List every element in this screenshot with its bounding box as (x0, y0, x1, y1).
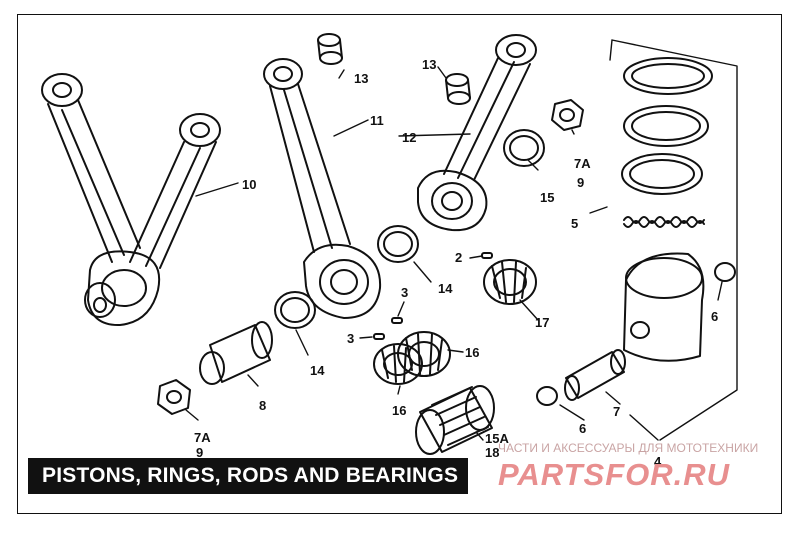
callout-18: 18 (485, 445, 500, 460)
callout-13-left: 13 (354, 71, 369, 86)
callout-3-top: 3 (401, 285, 409, 300)
watermark-tagline: ЧАСТИ И АКСЕССУАРЫ ДЛЯ МОТОТЕХНИКИ (498, 441, 759, 455)
connecting-rod-12 (417, 34, 537, 232)
bearing-ring-15 (503, 129, 545, 167)
diagram-frame (17, 14, 782, 514)
bearing-ring-14-lower (274, 291, 316, 329)
bearing-ring-14-upper (377, 225, 419, 263)
connecting-rod-11 (263, 58, 382, 319)
roller-cage-17 (483, 259, 537, 305)
callout-14-lower: 14 (310, 363, 325, 378)
diagram-title: PISTONS, RINGS, RODS AND BEARINGS (28, 458, 468, 494)
callout-15a: 15A (485, 431, 509, 446)
callout-10: 10 (242, 177, 257, 192)
callout-12: 12 (402, 130, 417, 145)
callout-8: 8 (259, 398, 267, 413)
callout-2: 2 (455, 250, 463, 265)
clip-6-right (714, 262, 736, 282)
callout-7a-lower: 7A (194, 430, 211, 445)
piston-4 (623, 252, 705, 362)
small-pins (373, 252, 493, 340)
roller-cage-18 (415, 385, 495, 455)
roller-cage-16-b (373, 343, 423, 385)
bushing-13-right (445, 73, 471, 105)
clip-6-left (536, 386, 558, 406)
leader-lines (185, 39, 738, 441)
callout-6-right: 6 (711, 309, 719, 324)
callout-13-right: 13 (422, 57, 437, 72)
nut-7a-upper (551, 99, 584, 131)
callout-6-left: 6 (579, 421, 587, 436)
callout-16-lower: 16 (392, 403, 407, 418)
watermark-logo: PARTSFOR.RU (498, 457, 731, 492)
callout-14-upper: 14 (438, 281, 453, 296)
connecting-rod-pair-10 (41, 73, 221, 327)
callout-7a-upper: 7A (574, 156, 591, 171)
bushing-13-left (317, 33, 343, 65)
callout-9-lower: 9 (196, 445, 204, 460)
callout-17: 17 (535, 315, 550, 330)
callout-11: 11 (370, 113, 384, 128)
callout-5: 5 (571, 216, 579, 231)
callout-15: 15 (540, 190, 555, 205)
callout-7: 7 (613, 404, 621, 419)
callout-3-left: 3 (347, 331, 355, 346)
wrist-pin-7 (564, 349, 626, 401)
callout-9-upper: 9 (577, 175, 585, 190)
piston-rings-5 (621, 57, 713, 228)
nut-7a-lower (157, 379, 191, 415)
crank-pin-8 (199, 321, 273, 385)
callout-4: 4 (654, 454, 662, 469)
callout-16-right: 16 (465, 345, 480, 360)
